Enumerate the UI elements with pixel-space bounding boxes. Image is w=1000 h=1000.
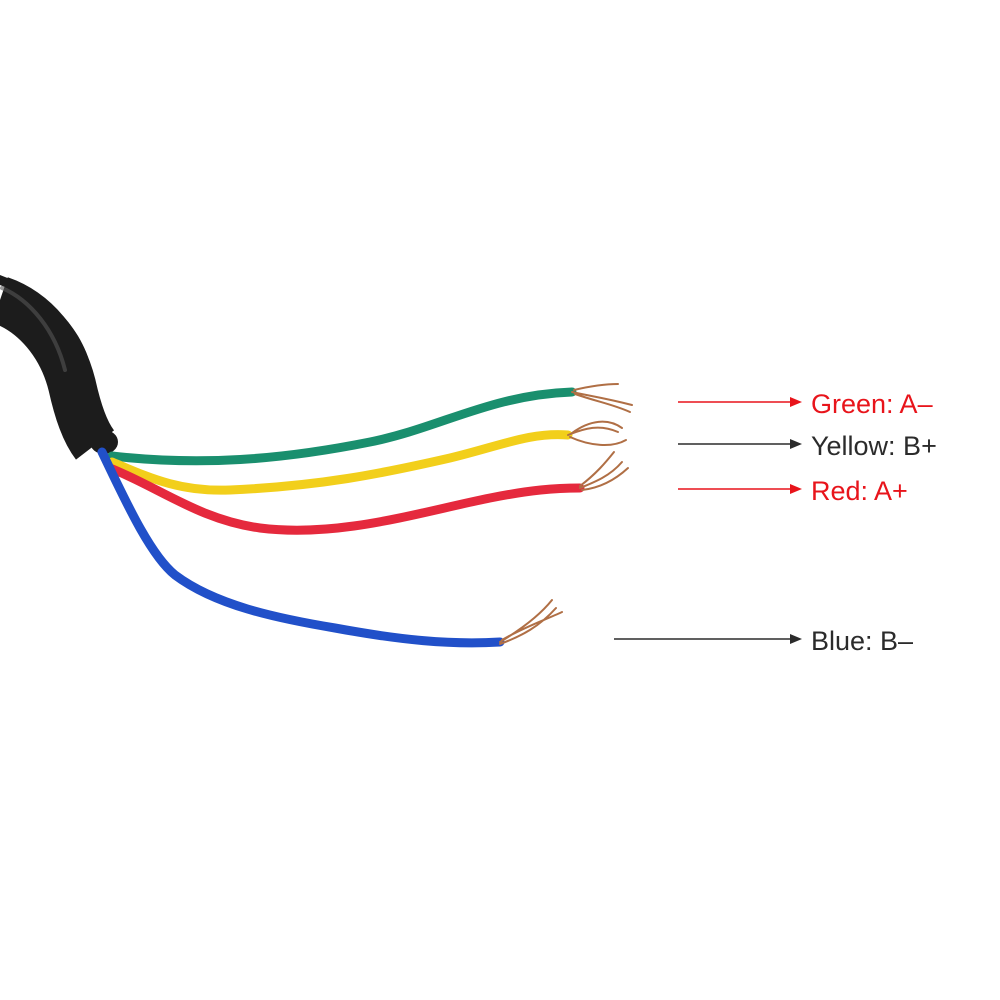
green-wire-copper-strands (571, 383, 633, 413)
label-green-a-minus: Green: A– (811, 389, 933, 419)
yellow-wire-copper-strands (567, 420, 627, 446)
cable-jacket-end (90, 430, 118, 454)
label-blue-b-minus: Blue: B– (811, 626, 914, 656)
label-yellow-b-plus: Yellow: B+ (811, 431, 937, 461)
blue-wire (97, 447, 505, 648)
cable-jacket-highlight (0, 286, 67, 372)
yellow-wire (107, 430, 573, 495)
cable-jacket-body (0, 277, 115, 460)
red-wire (105, 463, 585, 535)
arrow-blue (614, 634, 802, 644)
arrow-red (678, 484, 802, 494)
blue-wire-copper-strands (499, 599, 563, 645)
arrow-yellow (678, 439, 802, 449)
red-wire-copper-strands (579, 451, 629, 491)
arrow-green (678, 397, 802, 407)
green-wire (107, 387, 577, 466)
label-red-a-plus: Red: A+ (811, 476, 908, 506)
